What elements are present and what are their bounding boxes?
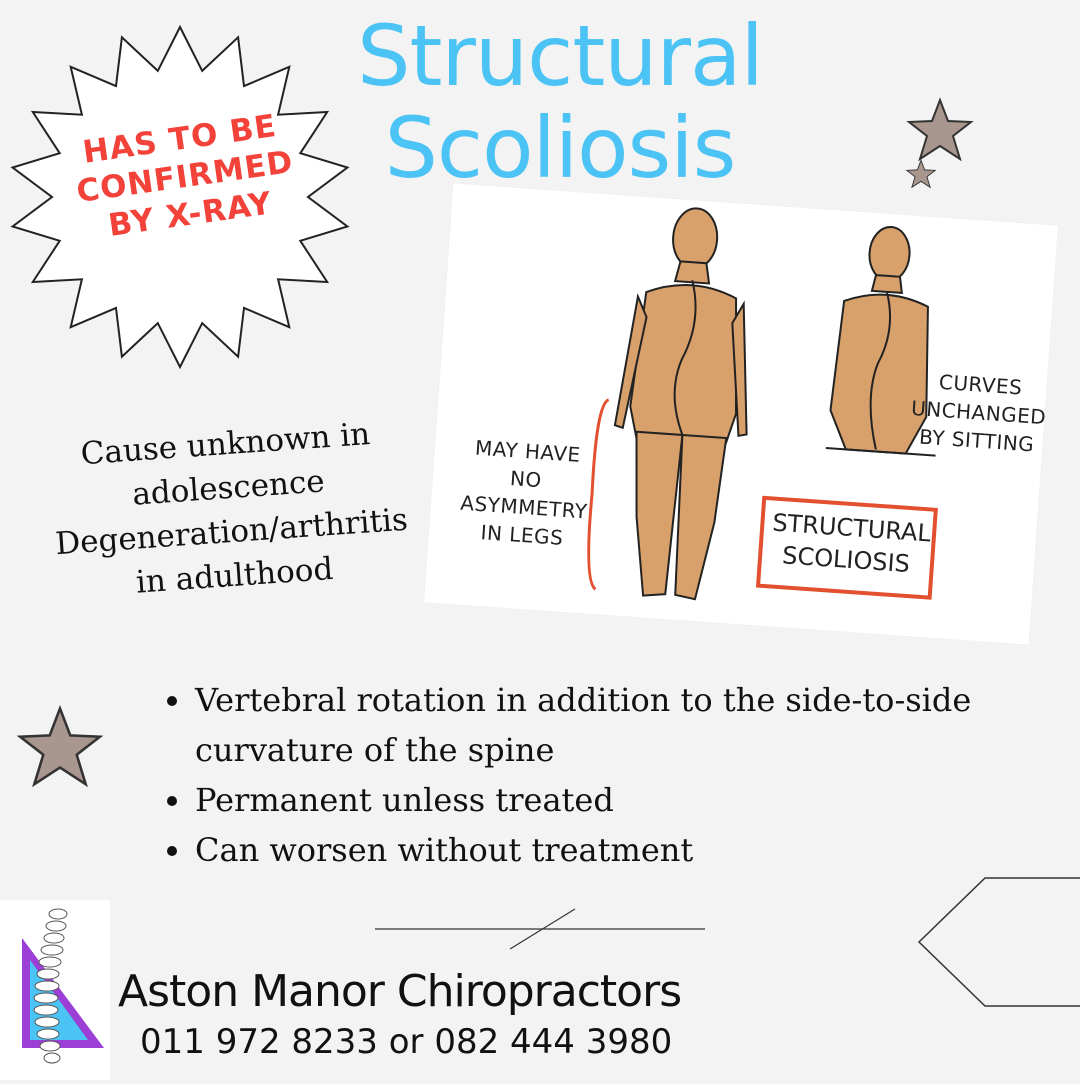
legs-note: MAY HAVE NO ASYMMETRY IN LEGS xyxy=(446,432,603,554)
title-line-2: Scoliosis xyxy=(384,99,737,197)
title-line-1: Structural xyxy=(357,7,764,105)
star-icon xyxy=(905,159,937,189)
list-item: Vertebral rotation in addition to the si… xyxy=(167,675,1055,775)
brand-name: Aston Manor Chiropractors xyxy=(118,966,682,1017)
legs-note-line: NO ASYMMETRY xyxy=(459,466,589,524)
spine-logo-icon xyxy=(22,908,104,1064)
starburst-badge xyxy=(10,24,350,370)
list-item: Permanent unless treated xyxy=(167,775,1055,825)
sitting-note: CURVES UNCHANGED BY SITTING xyxy=(906,366,1052,460)
phone-numbers: 011 972 8233 or 082 444 3980 xyxy=(140,1022,673,1062)
feature-list: Vertebral rotation in addition to the si… xyxy=(160,675,1055,875)
figures-illustration xyxy=(587,207,936,601)
divider xyxy=(375,908,705,950)
list-item: Can worsen without treatment xyxy=(167,825,1055,875)
structural-scoliosis-label: STRUCTURAL SCOLIOSIS xyxy=(755,495,938,600)
star-icon xyxy=(906,97,974,162)
hexagon-outline-icon xyxy=(917,877,1080,1007)
logo xyxy=(0,900,110,1080)
page-title: Structural Scoliosis xyxy=(300,10,820,194)
cause-text: Cause unknown in adolescence Degeneratio… xyxy=(24,408,435,611)
star-icon xyxy=(16,704,104,788)
illustration-card: MAY HAVE NO ASYMMETRY IN LEGS CURVES UNC… xyxy=(424,183,1058,645)
